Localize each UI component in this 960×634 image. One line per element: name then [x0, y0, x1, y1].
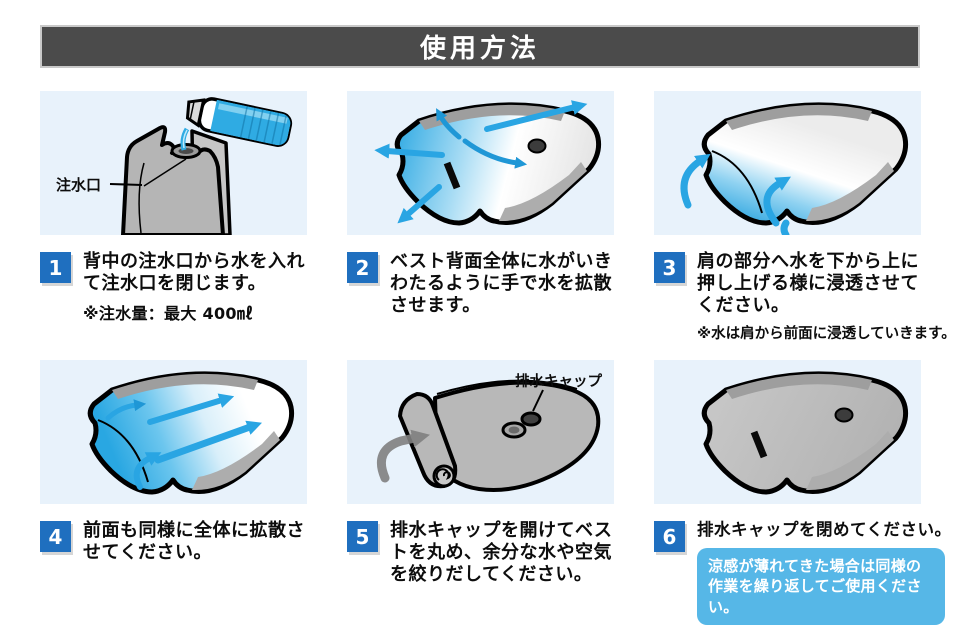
illustration-step-4	[40, 360, 307, 504]
step-1-text: 背中の注水口から水を入れ て注水口を閉じます。	[83, 251, 305, 294]
title-bar: 使用方法	[40, 25, 920, 68]
step-6-number-badge: 6	[654, 521, 685, 552]
step-6-text: 排水キャップを閉めてください。	[697, 520, 952, 539]
step-4-number-badge: 4	[40, 521, 71, 552]
steps-grid: 注水口 1 背中の注水口から水を入れ て注水口を閉じます。 ※注水量：最大 40…	[40, 91, 956, 629]
step-3-caption: 3 肩の部分へ水を下から上に 押し上げる様に浸透させて ください。 ※水は肩から…	[654, 251, 956, 343]
step-3-note: ※水は肩から前面に浸透していきます。	[697, 325, 956, 342]
vest-closed-illustration	[654, 360, 921, 504]
drain-cap-label: 排水キャップ	[515, 372, 602, 390]
step-2-number-badge: 2	[347, 252, 378, 283]
illustration-step-2	[347, 91, 614, 235]
illustration-step-5: 排水キャップ	[347, 360, 614, 504]
step-6: 6 排水キャップを閉めてください。 涼感が薄れてきた場合は同様の 作業を繰り返し…	[654, 360, 951, 629]
step-1-number-badge: 1	[40, 252, 71, 283]
step-3-text: 肩の部分へ水を下から上に 押し上げる様に浸透させて ください。	[697, 251, 919, 316]
step-6-caption: 6 排水キャップを閉めてください。 涼感が薄れてきた場合は同様の 作業を繰り返し…	[654, 520, 951, 625]
reuse-tip-box: 涼感が薄れてきた場合は同様の 作業を繰り返してご使用ください。	[697, 548, 945, 625]
illustration-step-1: 注水口	[40, 91, 307, 235]
water-inlet	[170, 143, 202, 159]
water-bottle	[185, 97, 293, 148]
illustration-step-3	[654, 91, 921, 235]
step-2-caption: 2 ベスト背面全体に水がいき わたるように手で水を拡散 させます。	[347, 251, 614, 317]
step-4-caption: 4 前面も同様に全体に拡散さ せてください。	[40, 520, 307, 564]
drain-cap-open	[501, 411, 542, 439]
vest-rolled-illustration: 排水キャップ	[377, 372, 602, 492]
step-2: 2 ベスト背面全体に水がいき わたるように手で水を拡散 させます。	[347, 91, 614, 360]
step-5-text: 排水キャップを開けてベス トを丸め、余分な水や空気 を絞りだしてください。	[390, 520, 613, 585]
push-up-arrows	[680, 153, 792, 235]
step-3: 3 肩の部分へ水を下から上に 押し上げる様に浸透させて ください。 ※水は肩から…	[654, 91, 956, 360]
bottle-neck	[185, 98, 206, 128]
spread-arrows	[374, 100, 588, 224]
roll-arrow	[377, 429, 430, 483]
drain-cap-dot	[527, 138, 547, 154]
step-1-note: ※注水量：最大 400㎖	[83, 303, 254, 323]
reuse-tip-text: 涼感が薄れてきた場合は同様の 作業を繰り返してご使用ください。	[708, 557, 922, 616]
step-2-text: ベスト背面全体に水がいき わたるように手で水を拡散 させます。	[390, 251, 613, 316]
step-5-number-badge: 5	[347, 521, 378, 552]
page-title: 使用方法	[419, 34, 540, 64]
vest-shoulder-illustration	[680, 91, 921, 235]
illustration-step-6	[654, 360, 921, 504]
water-inlet-label: 注水口	[56, 176, 101, 194]
step-5-caption: 5 排水キャップを開けてベス トを丸め、余分な水や空気 を絞りだしてください。	[347, 520, 614, 586]
step-1: 注水口 1 背中の注水口から水を入れ て注水口を閉じます。 ※注水量：最大 40…	[40, 91, 307, 360]
step-3-number-badge: 3	[654, 252, 685, 283]
step-4: 4 前面も同様に全体に拡散さ せてください。	[40, 360, 307, 629]
vest-spread-illustration	[374, 100, 614, 235]
vest-front-spread-illustration	[40, 360, 307, 504]
step-1-caption: 1 背中の注水口から水を入れ て注水口を閉じます。 ※注水量：最大 400㎖	[40, 251, 307, 324]
drain-cap-closed-dot	[834, 407, 854, 423]
step-4-text: 前面も同様に全体に拡散さ せてください。	[83, 520, 305, 563]
front-spread-arrows	[105, 393, 263, 490]
vest-fill-illustration: 注水口	[56, 97, 293, 235]
step-5: 排水キャップ 5 排水キャップを開けてベス トを丸め、余分な水や空気 を絞りだし…	[347, 360, 614, 629]
